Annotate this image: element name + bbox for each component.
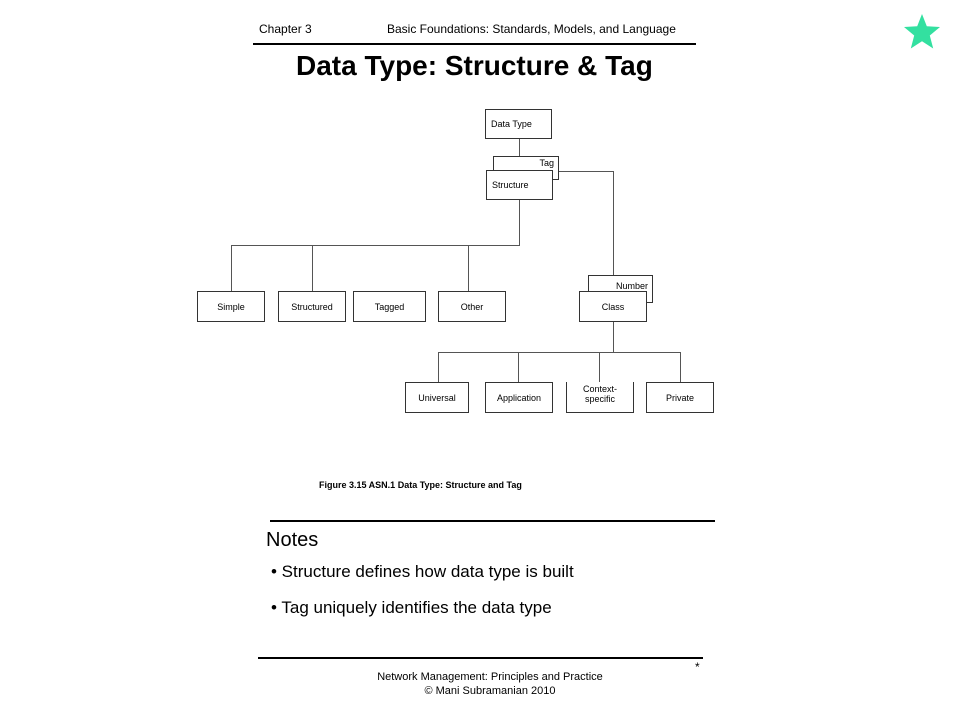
footer-line-1: Network Management: Principles and Pract… — [377, 671, 603, 683]
connector — [519, 200, 520, 246]
notes-heading: Notes — [266, 529, 319, 551]
footer-rule — [258, 657, 703, 659]
structure-node: Structure — [486, 170, 553, 200]
application-node: Application — [485, 382, 553, 413]
context-specific-label-2: specific — [584, 394, 615, 404]
connector — [468, 245, 469, 291]
private-node: Private — [646, 382, 714, 413]
connector — [553, 171, 613, 172]
footer-line-2: © Mani Subramanian 2010 — [424, 685, 556, 697]
class-node: Class — [579, 291, 647, 322]
connector — [613, 322, 614, 352]
slide-title: Data Type: Structure & Tag — [296, 50, 653, 81]
data-type-node: Data Type — [485, 109, 552, 139]
simple-node: Simple — [197, 291, 265, 322]
structured-node: Structured — [278, 291, 346, 322]
star-icon — [902, 12, 942, 52]
context-specific-label-1: Context- — [582, 384, 617, 394]
book-section-label: Basic Foundations: Standards, Models, an… — [387, 22, 676, 36]
connector — [231, 245, 519, 246]
connector — [613, 171, 614, 291]
other-node: Other — [438, 291, 506, 322]
connector — [231, 245, 232, 291]
footer-text: Network Management: Principles and Pract… — [340, 670, 640, 698]
universal-node: Universal — [405, 382, 469, 413]
figure-caption: Figure 3.15 ASN.1 Data Type: Structure a… — [319, 480, 522, 490]
page-marker: * — [695, 660, 700, 674]
connector — [680, 352, 681, 382]
connector — [519, 139, 520, 156]
connector — [599, 352, 600, 382]
chapter-label: Chapter 3 — [259, 22, 312, 36]
note-item: • Tag uniquely identifies the data type — [271, 598, 552, 617]
connector — [438, 352, 439, 382]
header-rule — [253, 43, 696, 45]
note-item: • Structure defines how data type is bui… — [271, 562, 574, 581]
context-specific-node: Context- specific — [566, 382, 634, 413]
connector — [312, 245, 313, 291]
connector — [518, 352, 519, 382]
connector — [438, 352, 680, 353]
tagged-node: Tagged — [353, 291, 426, 322]
notes-rule — [270, 520, 715, 522]
